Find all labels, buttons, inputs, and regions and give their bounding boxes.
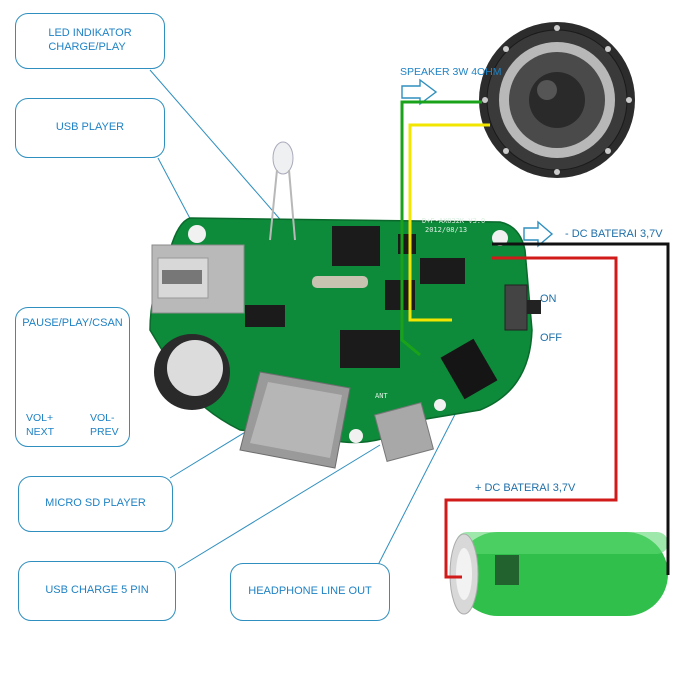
power-switch (504, 284, 528, 331)
callout-headphone: HEADPHONE LINE OUT (230, 563, 390, 621)
callout-headphone-text: HEADPHONE LINE OUT (248, 585, 372, 598)
headphone-jack (440, 338, 498, 400)
label-vol-prev: VOL- PREV (90, 412, 119, 439)
pcb-ant-text: ANT (375, 392, 388, 400)
callout-usb-player-text: USB PLAYER (55, 121, 125, 134)
dc-minus-arrow-icon (523, 220, 554, 248)
led-leg-2 (288, 169, 296, 241)
micro-usb-port (373, 401, 435, 463)
callout-micro-sd: MICRO SD PLAYER (18, 476, 173, 532)
pcb-date-text: 2012/08/13 (425, 226, 468, 234)
led-bulb (272, 141, 294, 175)
label-vol-next: VOL+ NEXT (26, 412, 55, 439)
speaker-arrow-icon (401, 78, 438, 106)
callout-usb-player: USB PLAYER (15, 98, 165, 158)
callout-usb-charge-text: USB CHARGE 5 PIN (45, 584, 149, 597)
mount-hole-left (188, 225, 206, 243)
label-speaker: SPEAKER 3W 4OHM (400, 66, 502, 78)
wire-green (400, 100, 482, 357)
leader-led (149, 69, 286, 226)
speaker-icon (479, 22, 635, 178)
battery-icon (449, 532, 668, 616)
callout-controls: PAUSE/PLAY/CSAN (15, 307, 130, 447)
micro-sd-inner (250, 382, 342, 458)
leader-headphone (377, 384, 471, 566)
ic-left (245, 305, 285, 327)
crystal (312, 276, 368, 288)
mount-hole-right (492, 230, 508, 246)
callout-led-indicator: LED INDIKATOR CHARGE/PLAY (15, 13, 165, 69)
power-switch-lever (527, 300, 541, 314)
ic-right (420, 258, 465, 284)
leader-usb-charge (177, 444, 381, 569)
led-leg-1 (269, 169, 278, 241)
wire-yellow (408, 123, 490, 322)
ic-main (332, 226, 380, 266)
wire-red (444, 256, 618, 579)
label-switch-off: OFF (540, 332, 562, 344)
controls-title: PAUSE/PLAY/CSAN (22, 317, 123, 329)
label-dc-minus: - DC BATERAI 3,7V (565, 228, 663, 240)
pcb-model-text: D+F-AX032K V3.0 (422, 217, 486, 225)
label-dc-plus: + DC BATERAI 3,7V (475, 482, 576, 494)
callout-micro-sd-text: MICRO SD PLAYER (45, 497, 146, 510)
rotary-knob-cap (167, 340, 223, 396)
ic-lower (340, 330, 400, 368)
mount-hole-mid (434, 399, 446, 411)
wire-black (492, 242, 670, 575)
callout-usb-charge: USB CHARGE 5 PIN (18, 561, 176, 621)
label-switch-on: ON (540, 293, 557, 305)
callout-led-text: LED INDIKATOR CHARGE/PLAY (48, 27, 132, 53)
mount-hole-bottom (349, 429, 363, 443)
usb-a-tongue (162, 270, 202, 284)
